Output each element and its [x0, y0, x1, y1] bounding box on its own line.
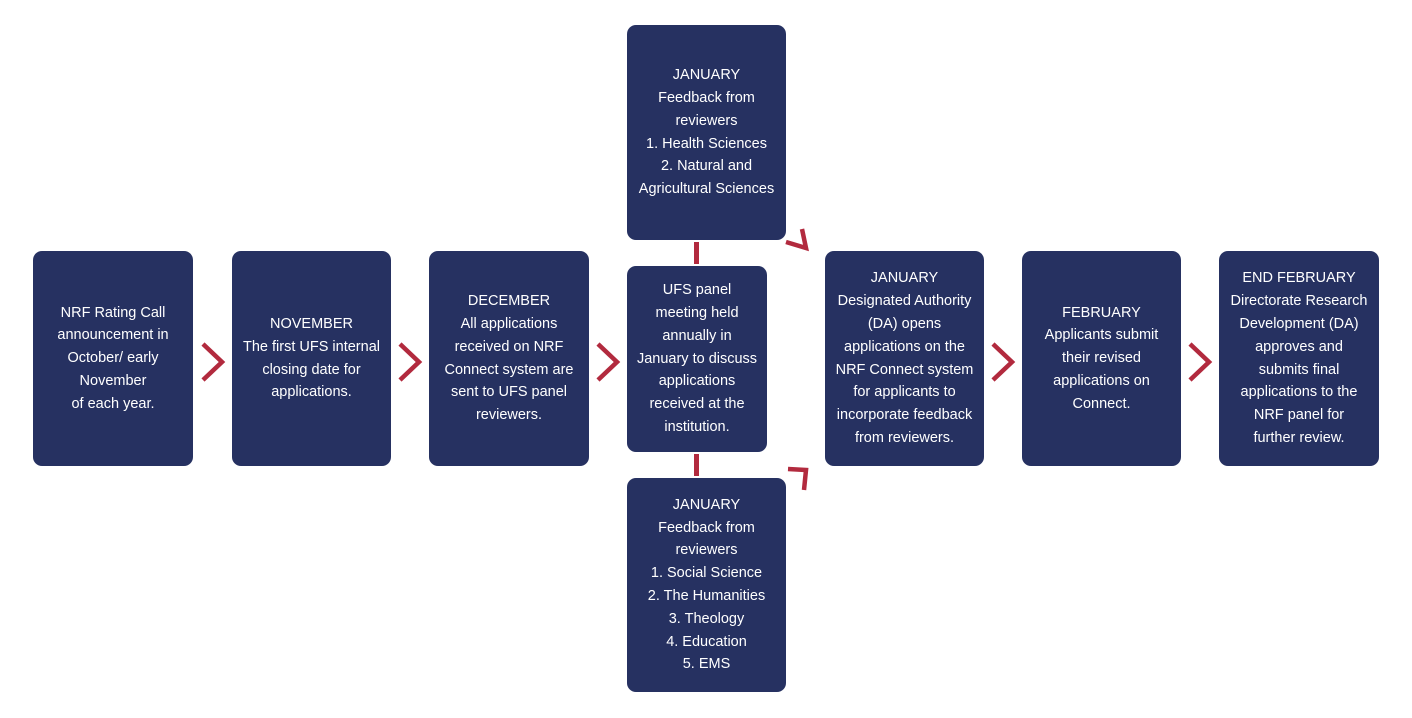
box-line: institution. [664, 418, 730, 435]
box-heading: JANUARY [672, 496, 741, 513]
box-line: January to discuss [636, 350, 758, 367]
chevron-right-icon [398, 342, 423, 382]
box-line: received at the [649, 396, 745, 413]
box-line: Feedback from [658, 89, 755, 106]
box-line: incorporate feedback [836, 407, 973, 424]
box-line: UFS panel [662, 282, 732, 299]
box-line: October/ early [67, 350, 159, 367]
corner-arrow-icon [785, 228, 809, 252]
box-line: applications on [1053, 372, 1150, 389]
box-line: from reviewers. [854, 429, 955, 446]
box-line: 3. Theology [668, 610, 745, 627]
box-heading: END FEBRUARY [1242, 270, 1356, 287]
box-heading: DECEMBER [467, 293, 551, 310]
box-line: Connect. [1072, 395, 1131, 412]
box-ufs-panel-meeting: UFS panel meeting held annually in Janua… [627, 266, 767, 452]
box-heading: NOVEMBER [270, 315, 353, 332]
box-heading: JANUARY [870, 270, 939, 287]
box-nrf-rating-call: NRF Rating Call announcement in October/… [33, 251, 193, 466]
chevron-right-icon [201, 342, 226, 382]
connector-top [694, 242, 699, 264]
box-february: FEBRUARY Applicants submit their revised… [1022, 251, 1181, 466]
box-line: applications to the [1240, 384, 1358, 401]
box-line: 2. The Humanities [647, 588, 766, 604]
box-january-feedback-top: JANUARY Feedback from reviewers 1. Healt… [627, 25, 786, 240]
box-line: for applicants to [853, 384, 956, 401]
box-line: Development (DA) [1239, 315, 1359, 332]
box-line: Agricultural Sciences [638, 181, 775, 198]
box-line: Applicants submit [1044, 327, 1159, 344]
box-line: (DA) opens [867, 315, 942, 332]
box-line: approves and [1255, 338, 1343, 355]
box-line: Designated Authority [837, 293, 972, 310]
box-line: 5. EMS [682, 656, 731, 673]
box-january-da: JANUARY Designated Authority (DA) opens … [825, 251, 984, 466]
box-line: 2. Natural and [660, 158, 753, 175]
box-line: reviewers [675, 112, 738, 129]
box-line: submits final [1258, 361, 1340, 378]
box-line: sent to UFS panel [450, 384, 568, 401]
box-line: closing date for [262, 361, 361, 378]
box-line: NRF Connect system [835, 361, 974, 378]
box-line: applications on the [844, 338, 965, 355]
box-december: DECEMBER All applications received on NR… [429, 251, 589, 466]
box-line: meeting held [655, 305, 739, 321]
box-line: reviewers. [475, 407, 543, 424]
chevron-right-icon [596, 342, 621, 382]
box-line: their revised [1062, 350, 1141, 367]
box-line: November [79, 372, 147, 389]
box-line: announcement in [57, 327, 169, 344]
box-line: 4. Education [666, 633, 747, 650]
box-january-feedback-bottom: JANUARY Feedback from reviewers 1. Socia… [627, 478, 786, 692]
box-line: NRF panel for [1253, 407, 1345, 424]
box-line: further review. [1253, 429, 1345, 446]
box-line: Connect system are [444, 361, 574, 378]
chevron-right-icon [991, 342, 1016, 382]
box-line: Directorate Research [1230, 293, 1368, 310]
box-end-february: END FEBRUARY Directorate Research Develo… [1219, 251, 1379, 466]
corner-arrow-icon [787, 466, 809, 491]
box-line: All applications [460, 315, 558, 332]
box-heading: FEBRUARY [1062, 304, 1141, 321]
box-line: 1. Social Science [650, 565, 763, 582]
chevron-right-icon [1188, 342, 1213, 382]
connector-bottom [694, 454, 699, 476]
box-line: Feedback from [658, 519, 755, 536]
box-line: 1. Health Sciences [646, 135, 767, 152]
box-line: annually in [662, 327, 732, 344]
box-line: applications. [271, 384, 352, 401]
box-heading: JANUARY [672, 67, 741, 84]
box-line: received on NRF [454, 338, 564, 355]
box-line: of each year. [71, 395, 155, 412]
box-line: applications [658, 373, 736, 390]
box-line: NRF Rating Call [60, 304, 166, 321]
box-line: reviewers [675, 542, 738, 559]
box-november: NOVEMBER The first UFS internal closing … [232, 251, 391, 466]
box-line: The first UFS internal [243, 338, 380, 355]
